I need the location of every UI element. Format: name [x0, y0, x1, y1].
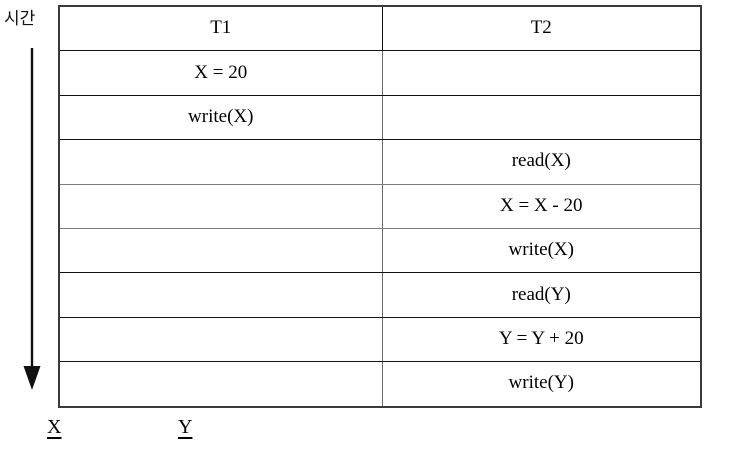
- cell-t2: write(Y): [381, 361, 702, 408]
- cell-t2: Y = Y + 20: [381, 316, 702, 363]
- variable-label-y: Y: [178, 416, 193, 438]
- table-header-row: T1 T2: [58, 5, 702, 52]
- cell-t1: [58, 272, 383, 318]
- table-row: Y = Y + 20: [58, 316, 702, 363]
- variable-legend: X Y: [0, 406, 740, 452]
- cell-t1: [58, 361, 383, 408]
- transaction-schedule-table: T1 T2 X = 20 write(X) read(X) X = X - 20…: [58, 5, 702, 408]
- table-row: write(Y): [58, 361, 702, 408]
- cell-t1: [58, 183, 383, 229]
- table-row: X = 20: [58, 50, 702, 96]
- table-row: write(X): [58, 227, 702, 274]
- table-row: write(X): [58, 94, 702, 141]
- cell-t2: [381, 50, 702, 96]
- cell-t1: [58, 139, 383, 185]
- variable-label-x: X: [47, 416, 62, 438]
- column-header-t1: T1: [58, 5, 383, 52]
- cell-t2: X = X - 20: [381, 183, 702, 229]
- table-row: read(Y): [58, 272, 702, 318]
- cell-t2: write(X): [381, 227, 702, 274]
- cell-t1: [58, 316, 383, 363]
- cell-t1: [58, 227, 383, 274]
- column-header-t2: T2: [381, 5, 702, 52]
- time-axis-label: 시간: [4, 9, 36, 29]
- cell-t2: [381, 94, 702, 141]
- table-row: read(X): [58, 139, 702, 185]
- cell-t2: read(Y): [381, 272, 702, 318]
- cell-t2: read(X): [381, 139, 702, 185]
- table-row: X = X - 20: [58, 183, 702, 229]
- time-axis: 시간: [0, 0, 58, 400]
- down-arrow-icon: [23, 48, 41, 390]
- cell-t1: X = 20: [58, 50, 383, 96]
- cell-t1: write(X): [58, 94, 383, 141]
